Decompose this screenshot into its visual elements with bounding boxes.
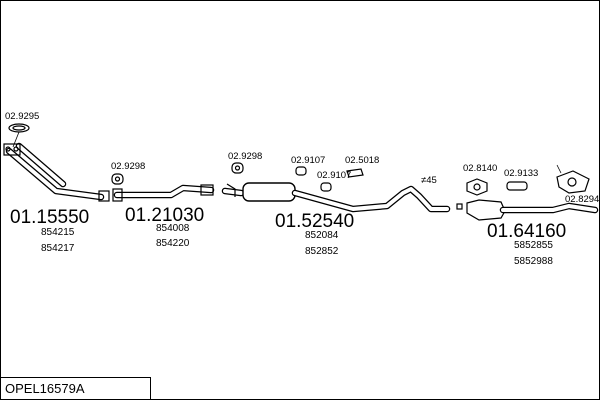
reference-1a: 854215 — [41, 227, 75, 238]
reference-3b: 852852 — [305, 246, 339, 257]
part-number-2: 01.21030 — [125, 205, 204, 226]
bracket-02-8140 — [466, 178, 488, 196]
reference-4a: 5852855 — [514, 240, 553, 251]
accessory-label-7: 02.8140 — [463, 163, 497, 174]
rear-silencer — [466, 199, 506, 221]
accessory-label-6: 02.5018 — [345, 155, 379, 166]
reference-3a: 852084 — [305, 230, 339, 241]
manifold-flange — [3, 143, 21, 156]
part-number-4: 01.64160 — [487, 221, 566, 242]
part-number-1: 01.15550 — [10, 207, 89, 228]
reference-2b: 854220 — [156, 238, 190, 249]
clamp-02-9133 — [506, 181, 528, 191]
accessory-label-5: 02.9107 — [317, 170, 351, 181]
length-note: ≠45 — [421, 175, 437, 186]
length-note-value: 45 — [426, 175, 437, 186]
rubber-mount-02-9298-b — [231, 162, 244, 174]
diagram-code-box: OPEL16579A — [1, 377, 151, 399]
center-silencer — [242, 182, 296, 202]
front-clamp — [98, 190, 110, 202]
reference-4b: 5852988 — [514, 256, 553, 267]
gasket-02-9295 — [8, 123, 30, 148]
accessory-label-9: 02.8294 — [565, 194, 599, 205]
accessory-label-1: 02.9295 — [5, 111, 39, 122]
hanger-02-5018 — [346, 168, 364, 178]
center-silencer-assembly — [221, 182, 451, 213]
accessory-label-2: 02.9298 — [111, 161, 145, 172]
tailpipe-hanger-02-8294 — [556, 164, 590, 194]
rear-silencer-assembly — [456, 199, 599, 221]
front-pipe-assembly — [3, 142, 110, 202]
reference-2a: 854008 — [156, 223, 190, 234]
reference-1b: 854217 — [41, 243, 75, 254]
accessory-label-8: 02.9133 — [504, 168, 538, 179]
diagram-code: OPEL16579A — [5, 381, 85, 396]
accessory-label-3: 02.9298 — [228, 151, 262, 162]
clamp-02-9107-a — [295, 166, 307, 176]
part-number-3: 01.52540 — [275, 211, 354, 232]
accessory-label-4: 02.9107 — [291, 155, 325, 166]
intermediate-pipe-assembly — [112, 184, 215, 202]
clamp-02-9107-b — [320, 182, 332, 192]
rubber-mount-02-9298-a — [111, 173, 124, 185]
